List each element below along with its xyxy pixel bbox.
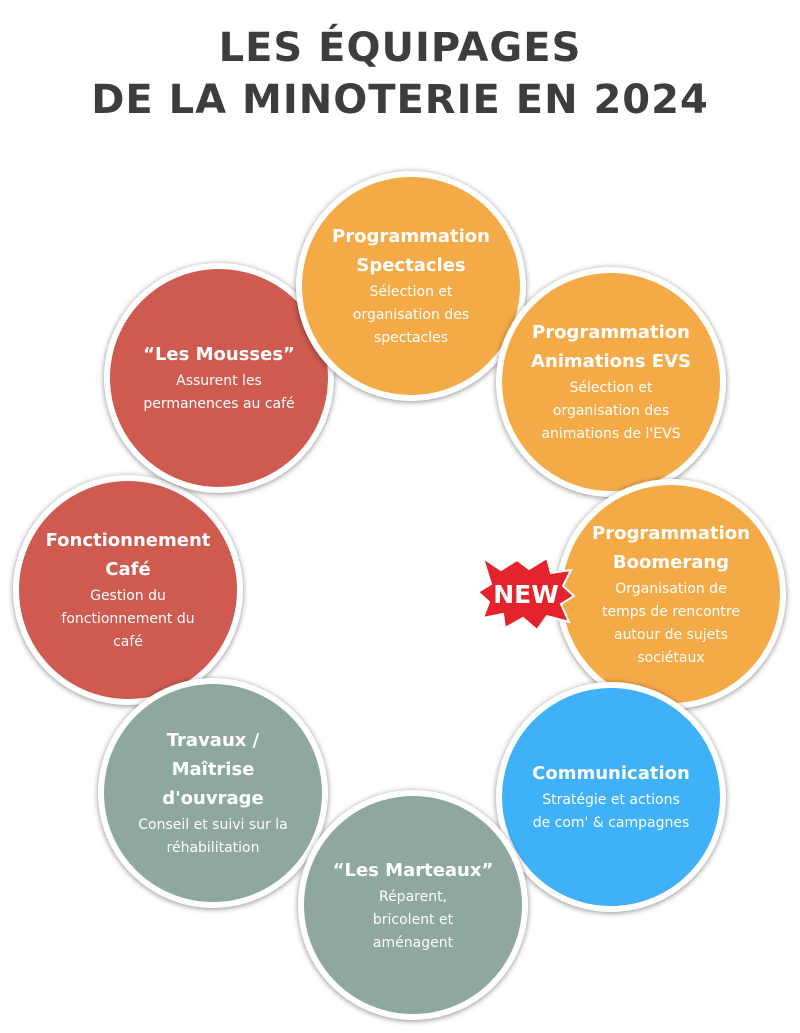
team-description: Organisation de temps de rencontre autou… [602,580,740,666]
team-circle-programmation-boomerang: Programmation Boomerang Organisation de … [556,479,786,709]
team-circle-fonctionnement-cafe: Fonctionnement Café Gestion du fonctionn… [13,475,243,705]
team-circle-travaux-maitrise-ouvrage: Travaux / Maîtrise d'ouvrage Conseil et … [98,678,328,908]
title-line-1: LES ÉQUIPAGES [218,25,582,71]
team-circle-les-marteaux: “Les Marteaux” Réparent, bricolent et am… [298,790,528,1020]
title-line-2: DE LA MINOTERIE EN 2024 [91,77,709,123]
team-title: “Les Marteaux” [332,859,494,881]
team-description: Sélection et organisation des spectacles [352,284,470,346]
team-description: Stratégie et actions de com' & campagnes [532,792,690,831]
team-title: Communication [532,763,690,784]
team-circle-programmation-spectacles: Programmation Spectacles Sélection et or… [296,171,526,401]
team-title: Programmation Spectacles [332,226,490,276]
new-badge-label: NEW [493,580,559,609]
team-title: Programmation Animations EVS [531,322,691,372]
team-circle-programmation-animations-evs: Programmation Animations EVS Sélection e… [496,267,726,497]
team-title: “Les Mousses” [143,344,295,365]
burst-shape [477,556,575,632]
team-title: Travaux / Maîtrise d'ouvrage [162,730,264,809]
team-description: Conseil et suivi sur la réhabilitation [138,817,288,856]
team-circle-les-mousses: “Les Mousses” Assurent les permanences a… [104,263,334,493]
team-circle-communication: Communication Stratégie et actions de co… [496,682,726,912]
team-description: Réparent, bricolent et aménagent [372,888,454,951]
team-title: Fonctionnement Café [45,530,211,580]
team-title: Programmation Boomerang [592,522,750,573]
team-description: Assurent les permanences au café [143,373,295,412]
team-description: Gestion du fonctionnement du café [61,588,195,650]
new-badge-icon: NEW [477,556,575,632]
team-description: Sélection et organisation des animations… [541,380,681,442]
